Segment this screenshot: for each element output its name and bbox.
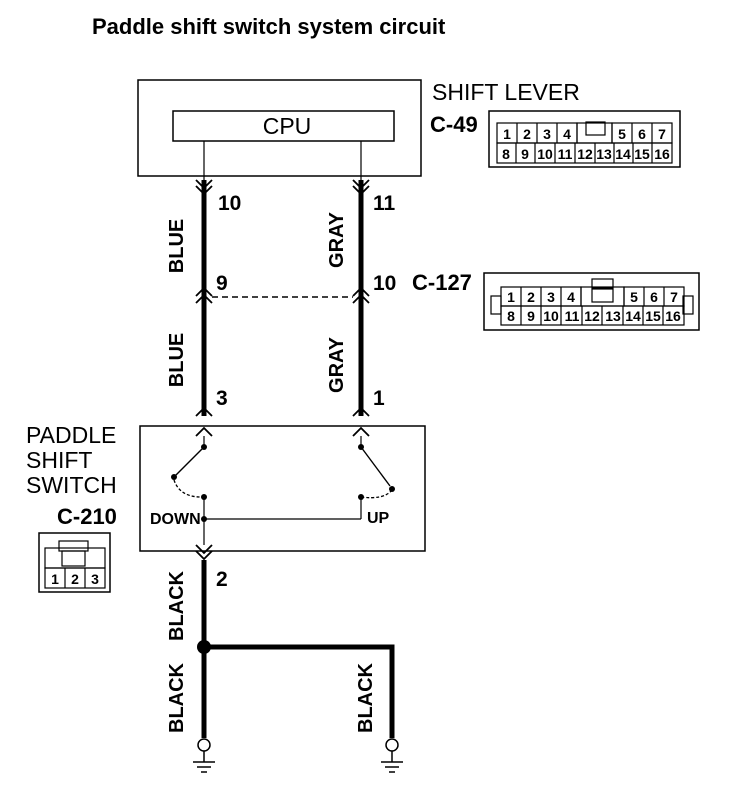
wire-label-black-left: BLACK xyxy=(166,662,188,733)
svg-text:14: 14 xyxy=(625,308,641,324)
svg-text:5: 5 xyxy=(618,126,626,142)
svg-text:16: 16 xyxy=(654,146,670,162)
shift-lever-name: SHIFT LEVER xyxy=(432,79,580,105)
up-label: UP xyxy=(367,510,390,527)
pin-switch-blue: 3 xyxy=(216,387,228,410)
svg-text:12: 12 xyxy=(577,146,593,162)
ground-splice xyxy=(197,640,211,654)
diagram-title: Paddle shift switch system circuit xyxy=(92,14,446,39)
svg-text:7: 7 xyxy=(670,289,678,305)
svg-text:12: 12 xyxy=(584,308,600,324)
ground-symbol-right-icon xyxy=(381,738,403,773)
svg-text:2: 2 xyxy=(523,126,531,142)
pin-switch-gray: 1 xyxy=(373,387,385,410)
svg-text:6: 6 xyxy=(638,126,646,142)
svg-text:5: 5 xyxy=(630,289,638,305)
pin-switch-ground: 2 xyxy=(216,568,228,591)
svg-text:10: 10 xyxy=(537,146,553,162)
wire-label-gray-upper: GRAY xyxy=(326,211,348,268)
svg-text:2: 2 xyxy=(71,571,79,587)
svg-text:13: 13 xyxy=(605,308,621,324)
svg-text:6: 6 xyxy=(650,289,658,305)
svg-text:11: 11 xyxy=(565,308,580,324)
ground-symbol-left-icon xyxy=(193,738,215,773)
paddle-shift-switch-unit: PADDLE SHIFT SWITCH C-210 DOWN UP xyxy=(26,422,426,552)
svg-text:1: 1 xyxy=(51,571,59,587)
svg-text:15: 15 xyxy=(634,146,650,162)
up-switch-contact xyxy=(360,446,391,487)
svg-text:10: 10 xyxy=(543,308,559,324)
connector-c49-face: 1 2 3 4 5 6 7 8 9 10 11 12 13 14 15 16 xyxy=(488,110,681,168)
cpu-box xyxy=(172,110,395,142)
svg-text:9: 9 xyxy=(521,146,529,162)
shift-lever-box xyxy=(137,79,422,177)
connector-c210-face: 1 2 3 xyxy=(38,532,111,593)
connector-c210-top-terminals xyxy=(195,406,370,437)
paddle-switch-box xyxy=(139,425,426,552)
svg-text:13: 13 xyxy=(596,146,612,162)
connector-c49-terminals xyxy=(195,179,370,196)
paddle-switch-name-3: SWITCH xyxy=(26,472,117,498)
wire-label-blue-lower: BLUE xyxy=(166,333,188,387)
svg-text:16: 16 xyxy=(665,308,681,324)
wire-label-blue-upper: BLUE xyxy=(166,219,188,273)
svg-text:1: 1 xyxy=(507,289,515,305)
pin-c127-gray: 10 xyxy=(373,272,396,295)
svg-text:15: 15 xyxy=(645,308,661,324)
paddle-switch-connector-id: C-210 xyxy=(57,504,117,529)
svg-text:9: 9 xyxy=(527,308,535,324)
svg-text:3: 3 xyxy=(91,571,99,587)
intermediate-connector-id: C-127 xyxy=(412,270,472,295)
down-switch-contact xyxy=(174,446,205,477)
svg-text:7: 7 xyxy=(658,126,666,142)
paddle-switch-name-1: PADDLE xyxy=(26,422,116,448)
paddle-switch-name-2: SHIFT xyxy=(26,447,92,473)
wire-label-gray-lower: GRAY xyxy=(326,336,348,393)
connector-c127-face: 1 2 3 4 5 6 7 8 9 10 11 12 13 14 15 16 xyxy=(483,272,700,331)
pin-shift-lever-blue: 10 xyxy=(218,192,241,215)
svg-text:8: 8 xyxy=(507,308,515,324)
pin-c127-blue: 9 xyxy=(216,272,228,295)
svg-text:4: 4 xyxy=(563,126,571,142)
svg-text:8: 8 xyxy=(502,146,510,162)
connector-c127-terminals xyxy=(195,286,370,304)
svg-text:2: 2 xyxy=(527,289,535,305)
svg-text:14: 14 xyxy=(615,146,631,162)
wire-label-black-upper: BLACK xyxy=(166,570,188,641)
down-label: DOWN xyxy=(150,511,201,528)
svg-text:11: 11 xyxy=(558,146,573,162)
svg-text:4: 4 xyxy=(567,289,575,305)
svg-text:1: 1 xyxy=(503,126,511,142)
cpu-label: CPU xyxy=(263,113,312,139)
connector-c210-bottom-terminal xyxy=(195,544,213,561)
svg-text:3: 3 xyxy=(547,289,555,305)
shift-lever-unit: CPU SHIFT LEVER C-49 xyxy=(137,79,580,177)
pin-shift-lever-gray: 11 xyxy=(373,192,396,215)
shift-lever-connector-id: C-49 xyxy=(430,112,478,137)
black-wire-right xyxy=(204,644,395,738)
svg-text:3: 3 xyxy=(543,126,551,142)
wire-label-black-right: BLACK xyxy=(355,662,377,733)
